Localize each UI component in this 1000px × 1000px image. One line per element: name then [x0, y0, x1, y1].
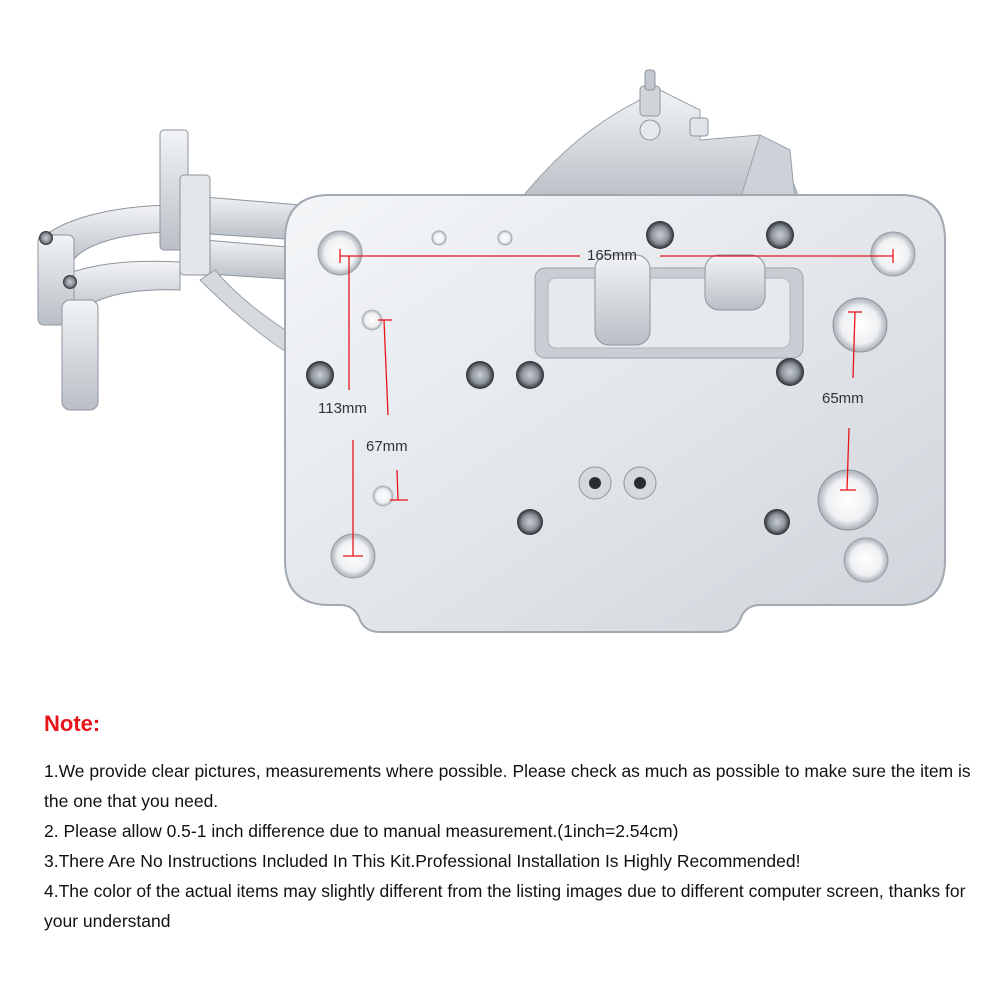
note-item-3: 3.There Are No Instructions Included In …	[44, 851, 801, 871]
dimension-height-label: 113mm	[318, 400, 367, 417]
note-item-4: 4.The color of the actual items may slig…	[44, 881, 966, 931]
linkage-arms	[37, 129, 301, 411]
note-item-2: 2. Please allow 0.5-1 inch difference du…	[44, 821, 679, 841]
note-section: Note: 1.We provide clear pictures, measu…	[44, 708, 974, 936]
mounting-holes	[317, 230, 916, 583]
measurement-lines	[339, 249, 894, 557]
center-slot	[534, 254, 804, 359]
hex-bolts	[306, 221, 804, 535]
shifter-top-body	[518, 69, 801, 201]
note-item-1: 1.We provide clear pictures, measurement…	[44, 761, 971, 811]
product-photo: 165mm 113mm 67mm 65mm	[37, 69, 946, 633]
dimension-small-height-label: 67mm	[366, 438, 408, 455]
dimension-right-height-label: 65mm	[822, 390, 864, 407]
note-title: Note:	[44, 711, 101, 736]
dimension-width-label: 165mm	[587, 247, 637, 264]
